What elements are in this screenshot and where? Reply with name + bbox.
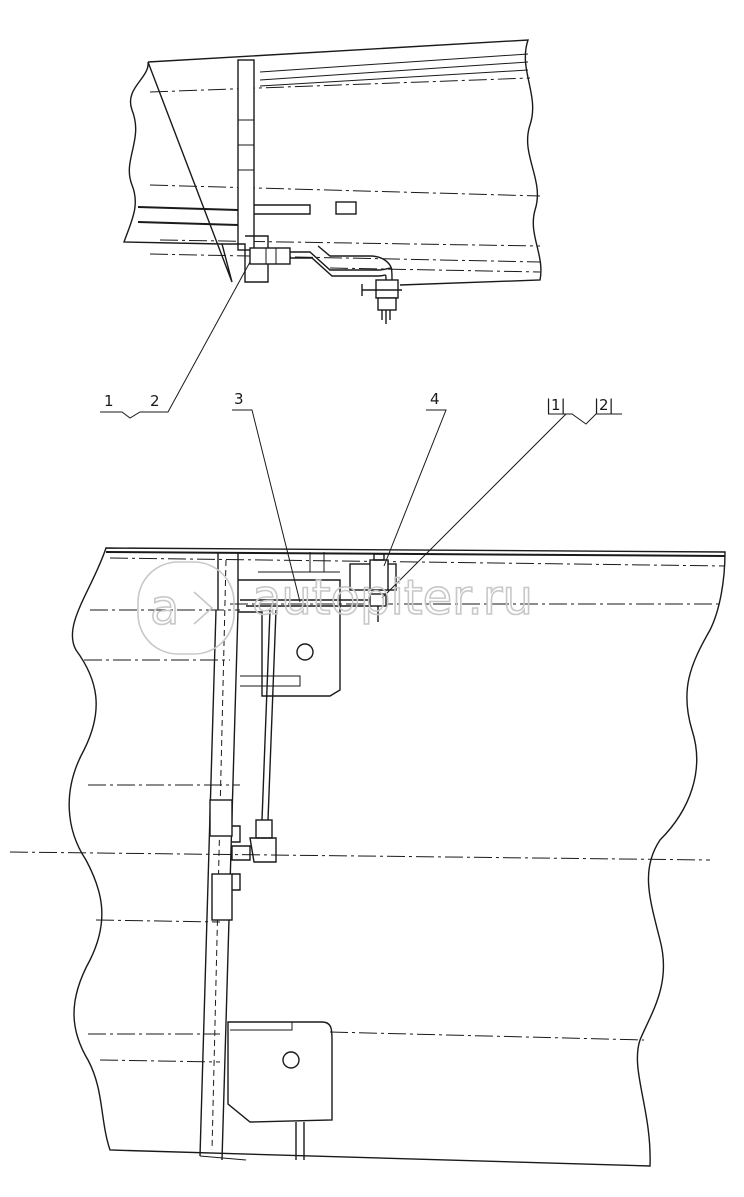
bottom-centerline-6 xyxy=(95,919,221,923)
top-centerline-1 xyxy=(149,77,531,93)
bottom-pipe-elbow xyxy=(231,837,277,863)
bottom-lower-bracket-top xyxy=(230,1022,293,1031)
top-valve-body xyxy=(375,279,399,299)
top-valve-lower xyxy=(377,297,397,311)
top-fitting xyxy=(249,247,291,265)
top-view xyxy=(100,39,542,419)
top-bracket xyxy=(222,235,269,283)
leader-3 xyxy=(232,409,301,603)
top-centerline-3 xyxy=(149,239,541,273)
watermark-logo-letter: a xyxy=(150,580,179,636)
watermark-text: autopiter.ru xyxy=(252,570,533,626)
bottom-pipe-vertical xyxy=(261,609,277,821)
watermark-logo-frame xyxy=(137,561,235,655)
bottom-vertical-member xyxy=(199,552,239,1161)
callout-2: 2 xyxy=(150,392,160,410)
top-member-ticks xyxy=(238,119,254,171)
bottom-bracket-inner xyxy=(240,552,340,687)
bottom-lower-bracket xyxy=(227,1021,333,1123)
bottom-top-edge xyxy=(105,551,726,557)
watermark-logo-arrow xyxy=(193,591,214,625)
top-centerline-2 xyxy=(149,184,541,197)
bottom-pipe-horizontal xyxy=(240,599,372,607)
top-valve-stem xyxy=(361,284,402,324)
top-vertical-member xyxy=(237,59,255,251)
bottom-member-block-1 xyxy=(209,799,233,837)
callout-3: 3 xyxy=(234,390,244,408)
watermark: a autopiter.ru xyxy=(137,561,534,655)
bottom-centerline-main xyxy=(9,851,711,861)
top-pipe xyxy=(290,251,393,281)
leader-1-2 xyxy=(100,261,251,419)
bottom-valve-stem xyxy=(373,553,385,622)
bottom-member-dashes xyxy=(211,559,227,1151)
bottom-member-block-2 xyxy=(211,873,233,921)
bottom-lower-bracket-hole xyxy=(282,1051,300,1069)
bottom-bracket-hole xyxy=(296,643,314,661)
top-plate xyxy=(137,206,239,226)
top-bolts xyxy=(254,204,311,215)
callout-ref-1: |1| xyxy=(546,396,566,414)
bottom-view xyxy=(9,409,726,1167)
leader-4 xyxy=(383,409,447,567)
callout-ref-2: |2| xyxy=(594,396,614,414)
callout-1: 1 xyxy=(104,392,114,410)
top-small-block xyxy=(335,201,357,215)
top-pipe-run xyxy=(317,245,393,271)
bottom-base-line xyxy=(199,1155,247,1161)
top-fitting-split xyxy=(265,248,277,264)
callout-4: 4 xyxy=(430,390,440,408)
top-frame-upper-lines xyxy=(259,53,529,87)
bottom-member-notch xyxy=(232,825,241,891)
leader-1-2-bottom xyxy=(381,413,622,599)
bottom-frame-outline xyxy=(68,547,726,1167)
top-frame-outline xyxy=(123,39,542,286)
bottom-centerline-8 xyxy=(99,1031,645,1063)
bottom-lower-stub xyxy=(295,1122,305,1160)
bottom-top-bracket xyxy=(238,579,341,697)
bottom-pipe-fitting xyxy=(255,819,273,839)
